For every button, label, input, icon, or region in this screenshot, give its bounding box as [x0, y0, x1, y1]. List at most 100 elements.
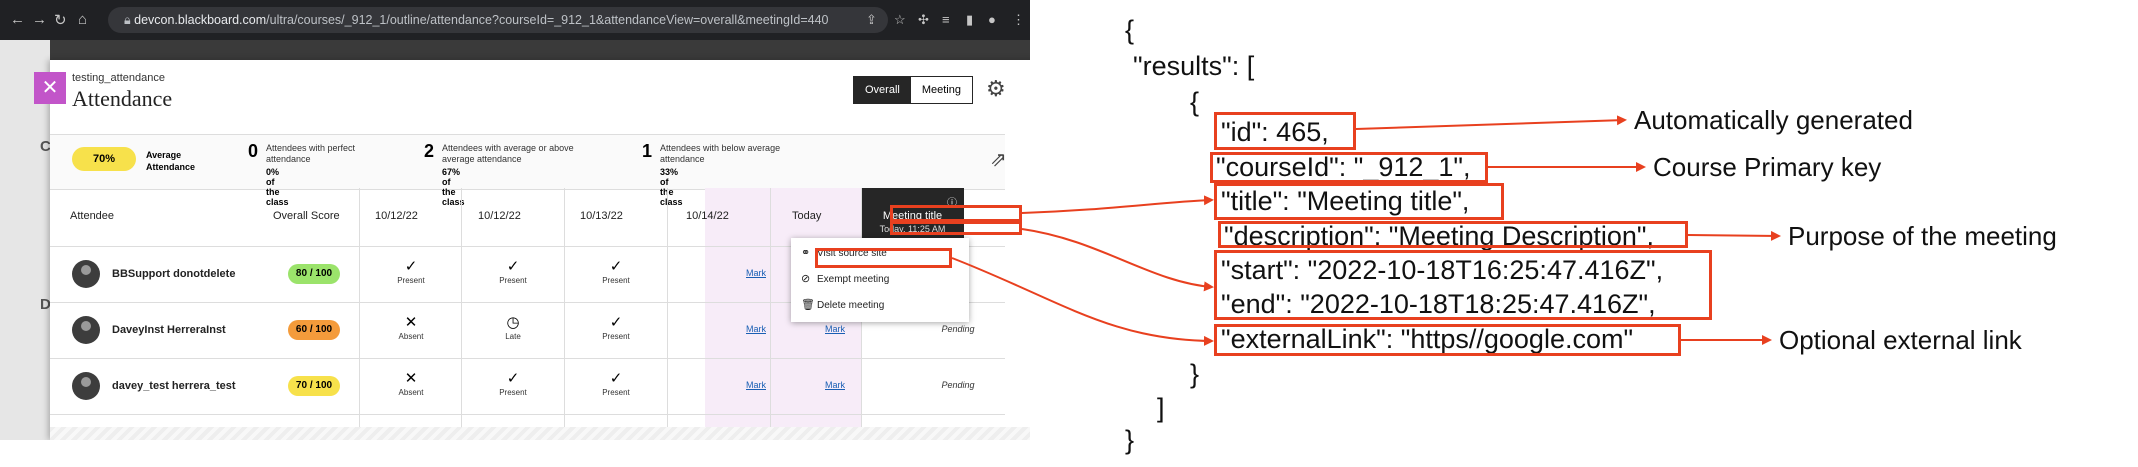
- column-divider: [359, 188, 360, 440]
- mark-link[interactable]: Mark: [746, 268, 766, 278]
- menu-item-label: Visit source site: [817, 248, 887, 259]
- highlight-course-id: [1210, 152, 1488, 183]
- reload-icon[interactable]: ↻: [54, 12, 67, 29]
- menu-item-visit-source[interactable]: ⚭ Visit source site: [801, 246, 887, 259]
- attendance-mark[interactable]: ✓Present: [468, 370, 558, 397]
- annotation-external-link: Optional external link: [1779, 325, 2022, 355]
- mark-link[interactable]: Mark: [746, 324, 766, 334]
- arrow-meeting-date: [1021, 228, 1214, 292]
- table-row: BBSupport donotdelete 80 / 100 ✓Present …: [50, 246, 1005, 303]
- attendee-name[interactable]: DaveyInst HerreraInst: [112, 324, 226, 336]
- stat-count: 1: [642, 141, 653, 161]
- mark-label: Absent: [398, 388, 424, 397]
- absent-icon: ✕: [404, 370, 418, 387]
- stat-text: Attendees with average or above average …: [442, 143, 574, 164]
- media-icon[interactable]: ≡: [942, 12, 950, 27]
- status-pending: Pending: [941, 324, 975, 334]
- mark-link[interactable]: Mark: [746, 380, 766, 390]
- mark-label: Late: [505, 332, 521, 341]
- meeting-context-menu: ⚭ Visit source site ⊘Exempt meeting 🗑︎Del…: [791, 238, 969, 322]
- mark-link[interactable]: Mark: [825, 324, 845, 334]
- sidepanel-icon[interactable]: ▮: [966, 12, 974, 27]
- attendance-screenshot: ← → ↻ ⌂ 🔒︎ devcon.blackboard.com/ultra/c…: [0, 0, 1030, 440]
- view-toggle: Overall Meeting: [853, 76, 973, 104]
- header-overall-score[interactable]: Overall Score: [273, 210, 340, 222]
- attendance-mark[interactable]: ✓Present: [571, 314, 661, 341]
- column-highlight: [705, 188, 808, 440]
- mark-link[interactable]: Mark: [825, 380, 845, 390]
- highlight-start-end: [1214, 250, 1712, 320]
- address-bar[interactable]: 🔒︎ devcon.blackboard.com/ultra/courses/_…: [108, 7, 888, 33]
- info-icon[interactable]: ⓘ: [947, 198, 957, 209]
- json-line-end: "end": "2022-10-18T18:25:47.416Z",: [1221, 289, 1656, 319]
- share-icon[interactable]: ⇪: [866, 12, 877, 27]
- header-today[interactable]: Today: [792, 210, 822, 222]
- header-date[interactable]: 10/12/22: [375, 210, 418, 222]
- background-text: D: [40, 296, 51, 313]
- avatar: [72, 316, 100, 344]
- column-divider: [770, 188, 771, 440]
- mark-label: Present: [602, 276, 630, 285]
- header-date[interactable]: 10/14/22: [686, 210, 729, 222]
- attendance-mark[interactable]: ✕Absent: [366, 370, 456, 397]
- more-icon[interactable]: ⋮: [1012, 12, 1025, 27]
- json-line-title: "title": "Meeting title",: [1221, 186, 1470, 216]
- json-line-external-link: "externalLink": "https//google.com": [1221, 324, 1634, 354]
- attendance-mark[interactable]: ✓Present: [468, 258, 558, 285]
- score-badge: 80 / 100: [288, 264, 340, 284]
- browser-toolbar: ← → ↻ ⌂ 🔒︎ devcon.blackboard.com/ultra/c…: [0, 0, 1030, 40]
- present-icon: ✓: [506, 370, 520, 387]
- late-clock-icon: ◷: [506, 314, 520, 331]
- extension-icon[interactable]: ✣: [918, 12, 929, 27]
- annotation-description: Purpose of the meeting: [1788, 221, 2057, 251]
- table-row: DaveyInst HerreraInst 60 / 100 ✕Absent ◷…: [50, 302, 1005, 359]
- stat-pct: 67% of the class: [442, 167, 465, 207]
- mark-label: Present: [499, 388, 527, 397]
- json-line: ]: [1157, 393, 1165, 423]
- gear-icon[interactable]: ⚙: [986, 76, 1006, 101]
- menu-item-exempt[interactable]: ⊘Exempt meeting: [801, 272, 889, 285]
- link-icon: ⚭: [801, 247, 811, 259]
- annotation-course-id: Course Primary key: [1653, 152, 1882, 182]
- star-icon[interactable]: ☆: [894, 12, 906, 27]
- home-icon[interactable]: ⌂: [78, 11, 88, 28]
- attendee-name[interactable]: BBSupport donotdelete: [112, 268, 236, 280]
- course-name: testing_attendance: [72, 72, 165, 84]
- header-date[interactable]: 10/12/22: [478, 210, 521, 222]
- table-row: davey_test herrera_test 70 / 100 ✕Absent…: [50, 358, 1005, 415]
- header-date[interactable]: 10/13/22: [580, 210, 623, 222]
- json-line: "results": [: [1133, 51, 1255, 81]
- avatar: [72, 372, 100, 400]
- profile-icon[interactable]: ●: [988, 12, 996, 27]
- header-attendee[interactable]: Attendee: [70, 210, 115, 222]
- attendee-name[interactable]: davey_test herrera_test: [112, 380, 236, 392]
- meeting-header[interactable]: ⓘ Meeting title Today, 11:25 AM: [861, 188, 964, 246]
- attendance-mark[interactable]: ✓Present: [571, 370, 661, 397]
- back-arrow-icon[interactable]: ←: [10, 11, 25, 28]
- arrow-meeting-title: [1021, 195, 1214, 214]
- forward-arrow-icon[interactable]: →: [32, 11, 47, 28]
- attendance-mark[interactable]: ✓Present: [571, 258, 661, 285]
- mark-label: Absent: [398, 332, 424, 341]
- attendance-mark[interactable]: ◷Late: [468, 314, 558, 341]
- column-divider: [461, 188, 462, 440]
- attendance-mark[interactable]: ✓Present: [366, 258, 456, 285]
- attendance-mark[interactable]: ✕Absent: [366, 314, 456, 341]
- lock-icon: 🔒︎: [124, 13, 135, 27]
- tab-overall[interactable]: Overall: [854, 77, 911, 103]
- menu-item-delete[interactable]: 🗑︎Delete meeting: [801, 298, 884, 311]
- panel-bottom: [50, 427, 1030, 440]
- json-line-id: "id": 465,: [1221, 117, 1329, 147]
- highlight-visit-source: [815, 248, 952, 268]
- close-icon[interactable]: ✕: [34, 72, 66, 104]
- tab-meeting[interactable]: Meeting: [921, 84, 961, 96]
- stat-pct: 0% of the class: [266, 167, 289, 207]
- export-icon[interactable]: ⇗: [990, 149, 1007, 171]
- arrow-description: [1687, 230, 1781, 241]
- absent-icon: ✕: [404, 314, 418, 331]
- score-badge: 70 / 100: [288, 376, 340, 396]
- mark-label: Present: [499, 276, 527, 285]
- background-text: C: [40, 138, 51, 155]
- url-domain: devcon.blackboard.com: [134, 13, 267, 27]
- avatar: [72, 260, 100, 288]
